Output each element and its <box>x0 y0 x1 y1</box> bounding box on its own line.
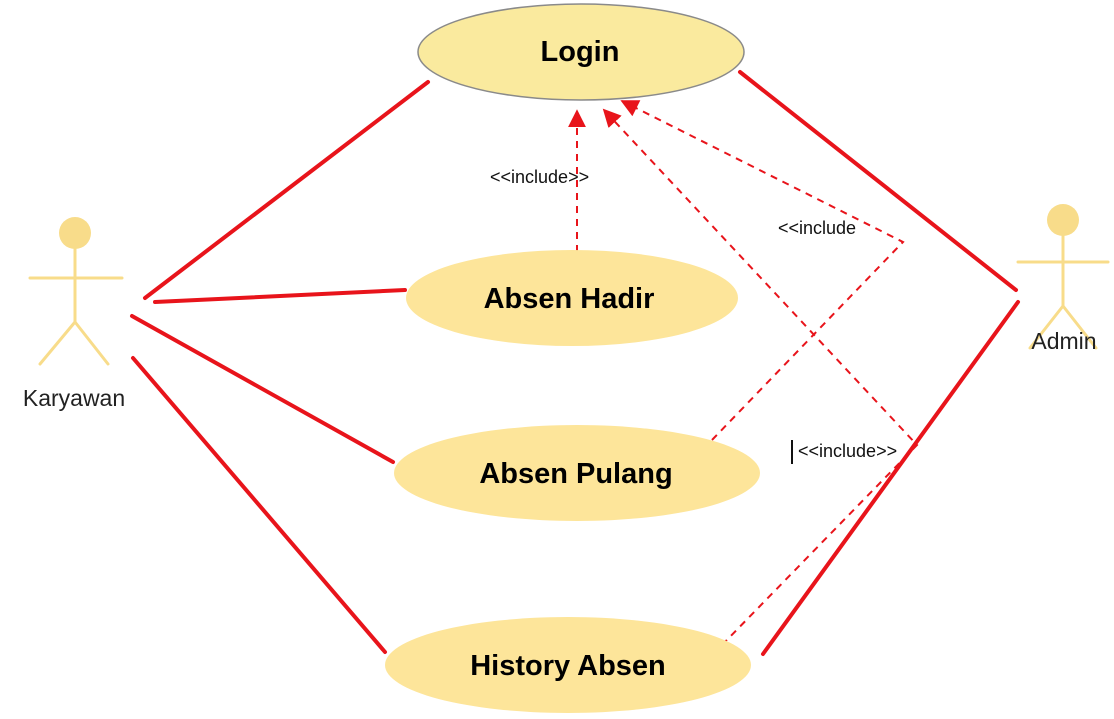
use-case-login-label: Login <box>541 36 620 68</box>
assoc-karyawan-login <box>143 80 430 300</box>
use-case-history-absen[interactable]: History Absen <box>385 617 751 713</box>
include-label-history-absen: <<include>> <box>798 441 897 461</box>
actor-karyawan-label: Karyawan <box>23 385 125 411</box>
use-case-absen-pulang[interactable]: Absen Pulang <box>394 425 760 521</box>
use-case-login[interactable]: Login <box>417 3 745 101</box>
assoc-admin-history-absen <box>761 300 1020 656</box>
actor-admin-left-leg <box>1028 304 1065 350</box>
assoc-karyawan-absen-pulang <box>130 314 395 464</box>
assoc-admin-login <box>738 70 1018 292</box>
include-history-absen-login <box>602 108 919 646</box>
include-label-absen-pulang: <<include <box>778 218 856 238</box>
actor-admin-label: Admin <box>1031 328 1096 354</box>
use-case-absen-hadir[interactable]: Absen Hadir <box>406 250 738 346</box>
use-case-absen-pulang-label: Absen Pulang <box>479 458 672 490</box>
assoc-karyawan-history-absen <box>131 356 387 654</box>
assoc-karyawan-absen-hadir <box>153 288 407 304</box>
include-label-absen-hadir: <<include>> <box>490 167 589 187</box>
actor-admin-head <box>1047 204 1079 236</box>
actor-karyawan[interactable]: Karyawan <box>23 217 125 411</box>
actor-admin-right-leg <box>1061 304 1098 350</box>
actor-karyawan-right-leg <box>73 320 110 366</box>
actor-karyawan-left-leg <box>38 320 77 366</box>
use-case-absen-hadir-label: Absen Hadir <box>484 283 655 315</box>
actor-karyawan-head <box>59 217 91 249</box>
use-case-history-absen-label: History Absen <box>470 650 666 682</box>
include-absen-pulang-login <box>620 100 905 441</box>
actor-admin[interactable]: Admin <box>1016 204 1110 354</box>
